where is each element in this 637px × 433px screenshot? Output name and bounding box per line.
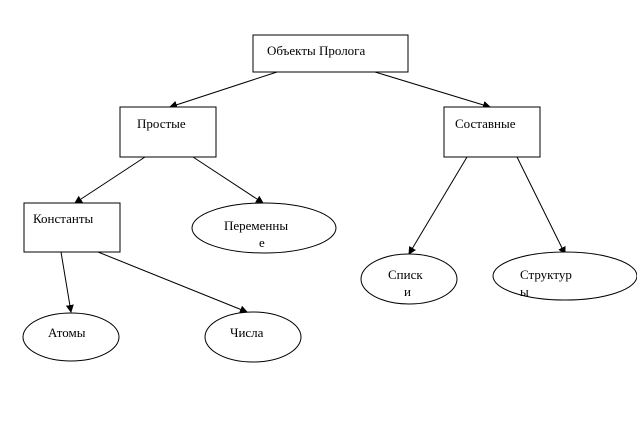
edge-compound-lists: [408, 156, 468, 255]
edge-compound-structures: [516, 156, 566, 255]
node-compound-label: Составные: [455, 116, 516, 131]
node-numbers-ellipse: [204, 311, 302, 363]
node-compound-box: [443, 106, 541, 158]
node-constants-box: [23, 202, 121, 253]
node-root-box: [252, 34, 409, 73]
node-simple-label: Простые: [137, 116, 186, 131]
node-lists-label-line1: Списк: [388, 267, 423, 282]
edge-root-simple: [169, 71, 278, 109]
edge-constants-numbers: [97, 251, 248, 314]
node-root-label: Объекты Пролога: [267, 43, 366, 58]
node-structures-label-line2: ы: [520, 284, 529, 299]
edge-simple-constants: [74, 156, 146, 204]
node-variables-label-line2: е: [259, 235, 265, 250]
node-atoms-label: Атомы: [48, 325, 86, 340]
node-structures-label-line1: Структур: [520, 267, 572, 282]
edge-constants-atoms: [60, 251, 74, 313]
node-atoms-ellipse: [22, 312, 120, 362]
edge-root-compound: [374, 71, 491, 109]
node-lists-ellipse: [360, 253, 458, 305]
node-variables-label-line1: Переменны: [224, 218, 289, 233]
edge-simple-variables: [192, 156, 264, 204]
node-numbers-label: Числа: [230, 325, 264, 340]
node-constants-label: Константы: [33, 211, 94, 226]
node-lists-label-line2: и: [404, 284, 411, 299]
node-structures-ellipse: [492, 251, 637, 301]
node-variables-ellipse: [191, 202, 337, 254]
node-simple-box: [119, 106, 217, 158]
